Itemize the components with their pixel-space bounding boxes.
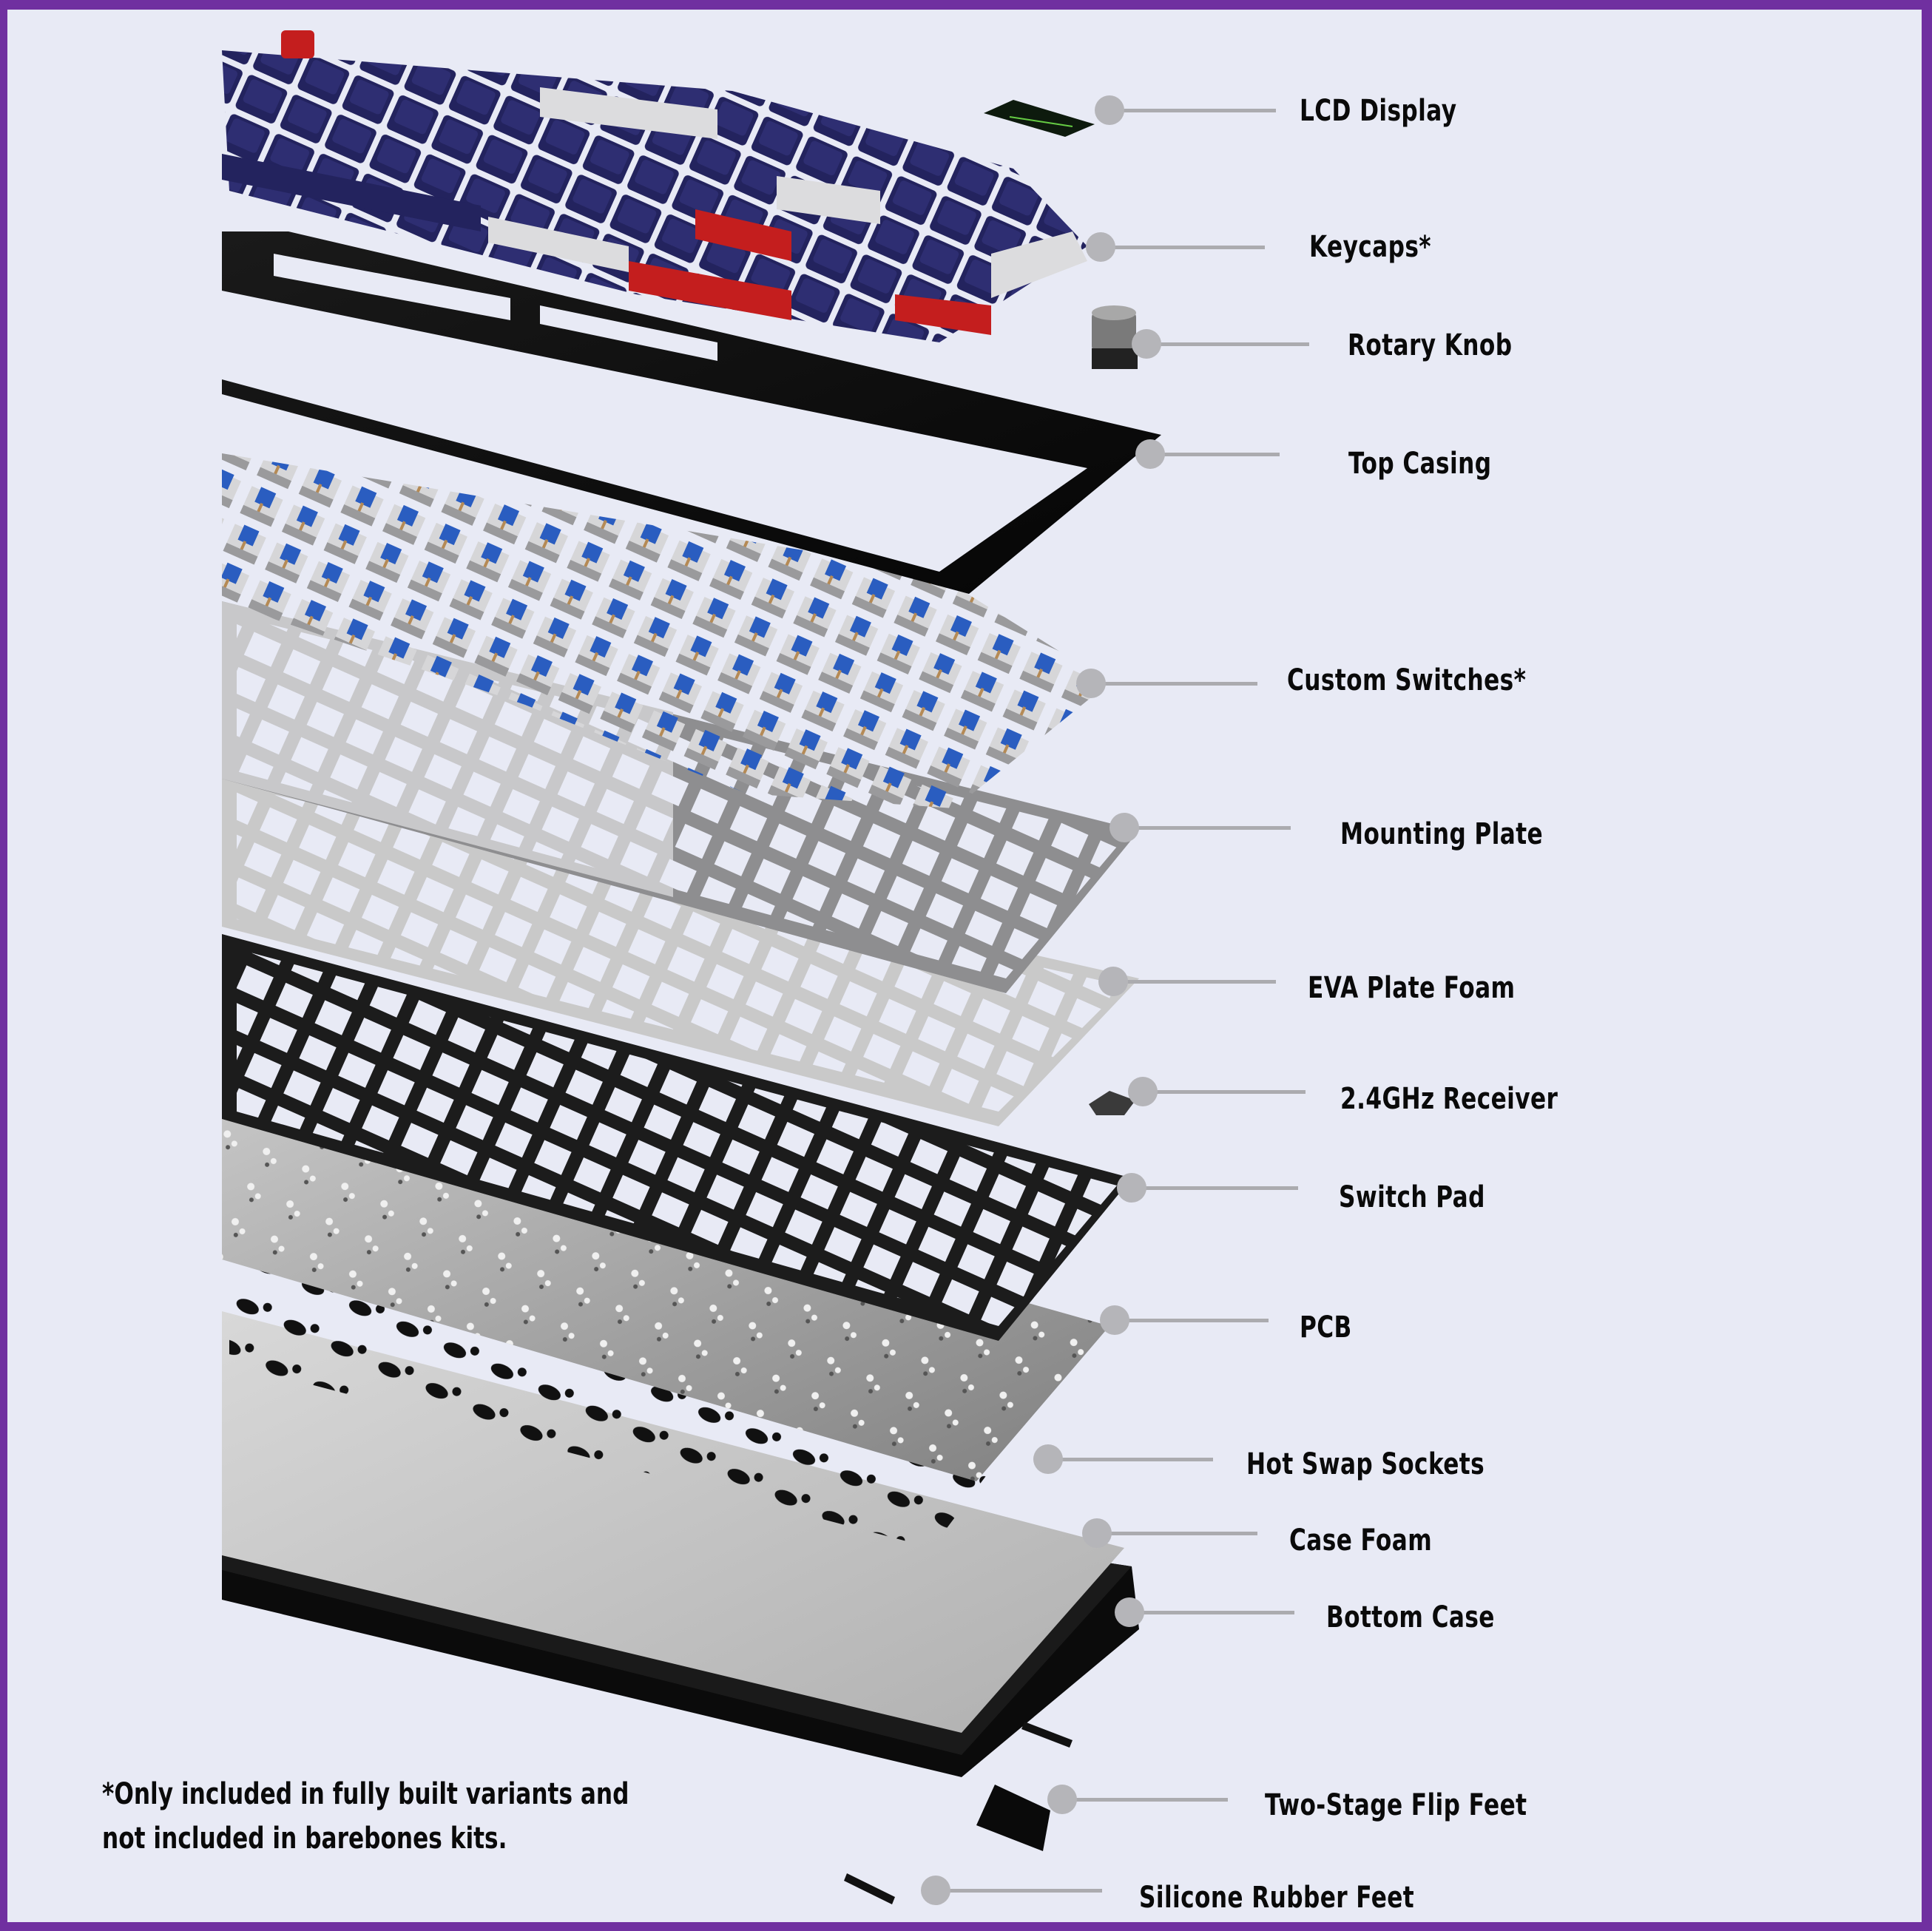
receiver-shape — [1089, 1091, 1135, 1115]
label-top-casing: Top Casing — [1348, 447, 1492, 481]
switches-shape — [222, 453, 1109, 808]
mounting-plate-shape — [222, 601, 1139, 993]
label-flip-feet: Two-Stage Flip Feet — [1265, 1788, 1527, 1822]
leader-line — [1154, 342, 1309, 346]
label-bottom-case: Bottom Case — [1326, 1600, 1495, 1634]
label-custom-switches: Custom Switches* — [1287, 663, 1527, 697]
leader-line — [1055, 1458, 1213, 1461]
label-rubber-feet: Silicone Rubber Feet — [1139, 1881, 1415, 1915]
leader-line — [1108, 246, 1265, 249]
label-pcb: PCB — [1300, 1311, 1352, 1345]
marker-dot — [1100, 1305, 1129, 1335]
leader-line — [1150, 1090, 1306, 1094]
marker-dot — [1047, 1785, 1077, 1814]
label-switch-pad: Switch Pad — [1339, 1180, 1485, 1214]
leader-line — [1132, 826, 1291, 830]
eva-foam-shape — [222, 771, 1139, 1126]
footnote-line-2: not included in barebones kits. — [102, 1822, 507, 1856]
marker-dot — [1095, 95, 1124, 125]
marker-dot — [1076, 669, 1106, 698]
marker-dot — [921, 1876, 950, 1905]
keycaps-shape — [222, 30, 1087, 342]
flip-feet-shape — [976, 1785, 1050, 1851]
leader-line — [1098, 682, 1257, 686]
marker-dot — [1082, 1518, 1112, 1548]
leader-line — [1122, 1319, 1269, 1322]
leader-line — [1158, 453, 1280, 456]
marker-dot — [1098, 967, 1128, 996]
rubber-feet-shape — [844, 1873, 895, 1904]
label-rotary-knob: Rotary Knob — [1348, 328, 1513, 362]
keyboard-exploded-illustration — [222, 30, 1161, 1904]
leader-line — [1070, 1798, 1228, 1802]
footnote-line-1: *Only included in fully built variants a… — [102, 1777, 629, 1811]
label-keycaps: Keycaps* — [1309, 230, 1432, 264]
switch-pad-shape — [222, 934, 1132, 1341]
label-case-foam: Case Foam — [1289, 1524, 1433, 1558]
leader-line — [1121, 980, 1276, 984]
lcd-display-shape — [984, 100, 1095, 137]
marker-dot — [1117, 1173, 1146, 1203]
leader-line — [1117, 109, 1276, 112]
label-eva-plate-foam: EVA Plate Foam — [1308, 971, 1516, 1005]
marker-dot — [1132, 329, 1161, 359]
label-hot-swap-sockets: Hot Swap Sockets — [1246, 1447, 1485, 1481]
top-casing-shape — [222, 231, 1161, 594]
marker-dot — [1128, 1077, 1158, 1106]
marker-dot — [1109, 813, 1139, 842]
label-mounting-plate: Mounting Plate — [1340, 817, 1544, 851]
leader-line — [1137, 1611, 1294, 1614]
marker-dot — [1086, 232, 1115, 262]
label-lcd-display: LCD Display — [1300, 94, 1457, 128]
rotary-knob-shape — [1092, 305, 1138, 369]
leader-line — [1139, 1186, 1298, 1190]
marker-dot — [1033, 1444, 1063, 1474]
label-receiver: 2.4GHz Receiver — [1340, 1082, 1558, 1116]
leader-line — [1104, 1532, 1257, 1535]
marker-dot — [1115, 1597, 1144, 1627]
footnote: *Only included in fully built variants a… — [102, 1772, 629, 1861]
leader-line — [943, 1889, 1102, 1893]
diagram-canvas: LCD Display Keycaps* Rotary Knob Top Cas… — [7, 10, 1922, 1922]
marker-dot — [1135, 439, 1165, 469]
